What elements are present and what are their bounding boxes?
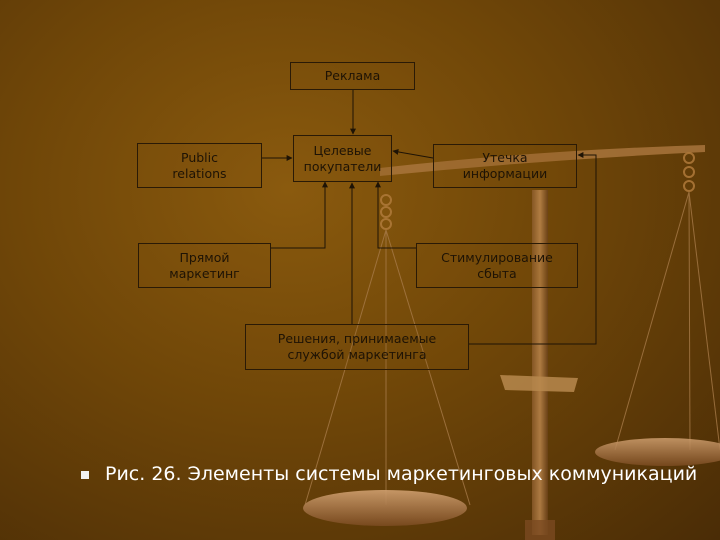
box-public-relations: Public relations [137, 143, 262, 188]
box-direct-marketing: Прямой маркетинг [138, 243, 271, 288]
arrow-promo-to-target [375, 181, 416, 249]
box-sales-promotion: Стимулирование сбыта [416, 243, 578, 288]
box-marketing-decisions: Решения, принимаемые службой маркетинга [245, 324, 469, 370]
scales-beam [380, 145, 705, 176]
scales-chain-left [380, 194, 392, 230]
scales-strings-left [304, 229, 471, 506]
box-advertising: Реклама [290, 62, 415, 90]
figure-caption: Рис. 26. Элементы системы маркетинговых … [105, 463, 698, 485]
scales-pan-left [303, 490, 467, 526]
scales-chain-right [683, 152, 695, 192]
box-information-leak: Утечка информации [433, 144, 577, 188]
arrow-decisions-to-leak [469, 152, 597, 345]
caption-bullet-icon [81, 471, 89, 479]
scales-pan-right [595, 438, 720, 466]
arrow-leak-to-target [392, 148, 434, 159]
scales-base-piece [500, 375, 578, 392]
scales-post [532, 190, 548, 535]
box-target-buyers: Целевые покупатели [293, 135, 392, 182]
arrow-direct-to-target [271, 181, 328, 249]
scales-strings-right [614, 191, 720, 451]
